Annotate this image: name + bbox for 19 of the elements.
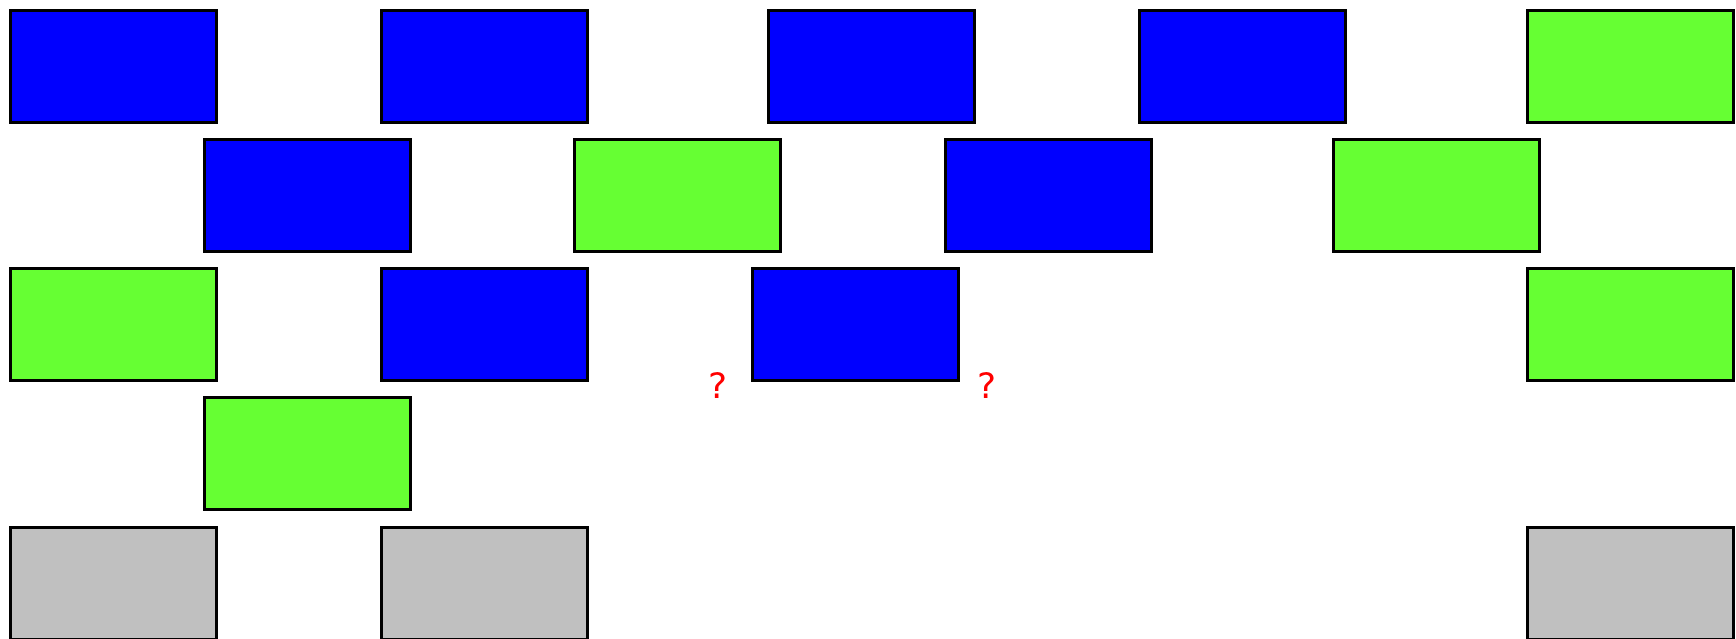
- rectangle-block: [203, 138, 412, 253]
- rectangle-block: [1138, 9, 1347, 124]
- rectangle-block: [944, 138, 1153, 253]
- rectangle-block: [380, 267, 589, 382]
- rectangle-block: [1526, 267, 1735, 382]
- rectangle-block: [380, 526, 589, 639]
- rectangle-block: [1526, 526, 1735, 639]
- rectangle-block: [751, 267, 960, 382]
- rectangle-block: [1332, 138, 1541, 253]
- rectangle-block: [767, 9, 976, 124]
- rectangle-block: [9, 9, 218, 124]
- rectangle-block: [380, 9, 589, 124]
- question-mark: ?: [708, 366, 728, 406]
- question-mark: ?: [977, 366, 997, 406]
- rectangle-block: [573, 138, 782, 253]
- rectangle-block: [1526, 9, 1735, 124]
- rectangle-block: [9, 526, 218, 639]
- rectangle-block: [9, 267, 218, 382]
- rectangle-block: [203, 396, 412, 511]
